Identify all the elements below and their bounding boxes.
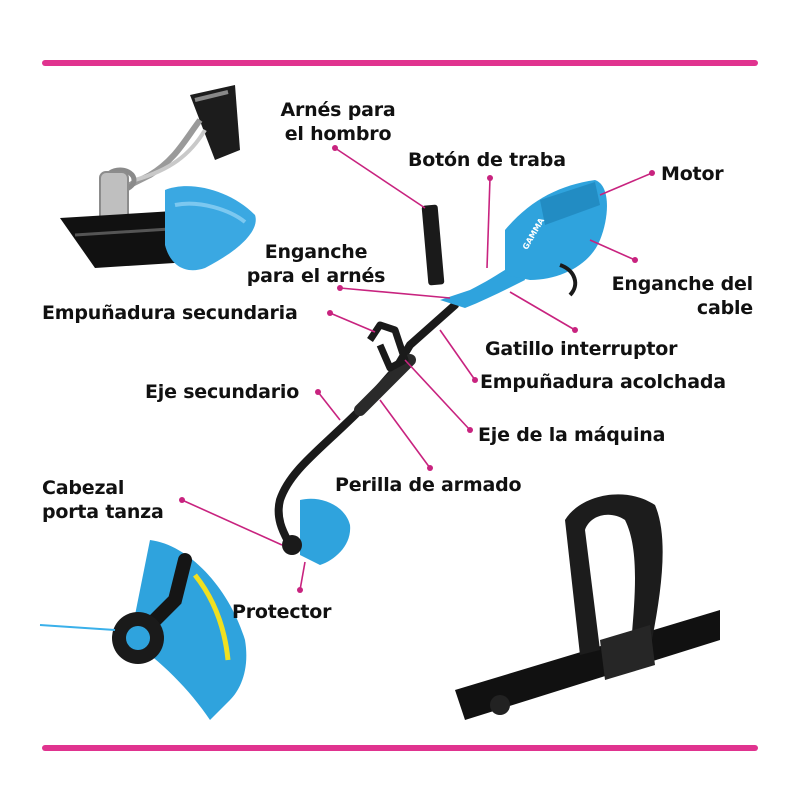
label-boton-traba: Botón de traba (408, 149, 566, 171)
label-arnes-hombro: Arnés para el hombro (280, 99, 396, 145)
label-motor: Motor (661, 163, 724, 185)
label-enganche-arnes: Enganche para el arnés (246, 241, 386, 287)
label-empunadura-secundaria: Empuñadura secundaria (42, 302, 298, 324)
secondary-handle-inset (455, 494, 720, 720)
top-divider (42, 60, 758, 66)
string-trimmer: GAMMA (274, 180, 607, 565)
bottom-divider (42, 745, 758, 751)
leader-lines (181, 147, 653, 591)
label-empunadura-acolchada: Empuñadura acolchada (480, 371, 726, 393)
label-enganche-cable: Enganche del cable (611, 273, 754, 319)
label-eje-maquina: Eje de la máquina (478, 424, 666, 446)
label-gatillo-interruptor: Gatillo interruptor (485, 338, 678, 360)
label-cabezal: Cabezal porta tanza (42, 477, 164, 523)
label-eje-secundario: Eje secundario (145, 381, 300, 403)
harness-hook-inset (60, 85, 256, 271)
cutting-head-inset (39, 540, 247, 720)
label-perilla-armado: Perilla de armado (335, 474, 522, 496)
leader-dots (179, 145, 655, 593)
label-protector: Protector (232, 601, 332, 623)
